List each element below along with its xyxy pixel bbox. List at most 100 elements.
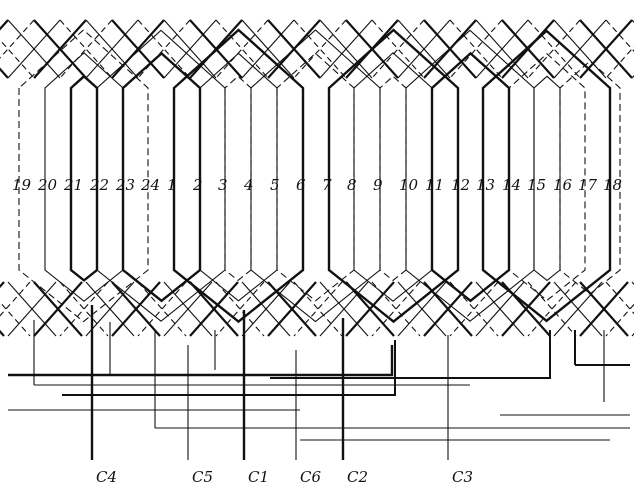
lead-wire <box>8 345 394 377</box>
top-end-connection <box>33 19 87 79</box>
coil-outline <box>18 29 149 323</box>
lead-label-c1: C1 <box>248 468 269 485</box>
slot-label: 8 <box>347 176 357 194</box>
bottom-end-connection <box>0 329 5 337</box>
top-end-connection <box>553 19 607 79</box>
bottom-end-connection <box>163 281 213 337</box>
top-end-connection <box>137 19 191 79</box>
slot-label: 17 <box>578 176 598 194</box>
top-end-connection <box>163 19 217 79</box>
top-end-connection <box>59 19 113 79</box>
top-end-connection <box>137 19 191 79</box>
top-end-connection <box>579 19 633 79</box>
slot-label: 20 <box>37 176 58 194</box>
top-end-connection <box>605 19 634 53</box>
top-end-connection <box>527 19 581 79</box>
top-end-connection <box>397 19 451 79</box>
slot-label: 21 <box>63 176 83 194</box>
bottom-end-connection <box>319 281 369 337</box>
coil-group <box>18 28 621 324</box>
coil-outline <box>327 28 460 324</box>
top-end-connection <box>605 45 634 79</box>
bottom-end-connection <box>293 281 343 337</box>
slot-label: 4 <box>243 176 254 194</box>
slot-label: 19 <box>12 176 32 194</box>
top-end-connection <box>7 19 61 79</box>
coil-outline <box>250 29 381 323</box>
bottom-end-connection <box>501 281 551 337</box>
top-end-connection <box>267 19 321 79</box>
bottom-end-connection <box>397 281 447 337</box>
top-end-connection <box>0 19 35 59</box>
bottom-end-connection <box>553 281 603 337</box>
top-end-connection <box>85 19 139 79</box>
bottom-end-connection <box>111 281 161 337</box>
lead-label-group: C4 C5 C1 C6 C2 C3 <box>96 468 473 485</box>
bottom-end-connection <box>371 281 421 337</box>
top-end-connection <box>345 19 399 79</box>
bottom-end-connection <box>0 281 5 289</box>
coil-outline <box>405 29 535 322</box>
lead-label-c5: C5 <box>192 468 213 485</box>
slot-label: 24 <box>140 176 160 194</box>
slot-label: 18 <box>603 176 622 194</box>
slot-label: 1 <box>167 176 177 194</box>
top-end-connection <box>189 19 243 79</box>
slot-label: 13 <box>476 176 495 194</box>
top-end-connection <box>449 19 503 79</box>
slot-label: 9 <box>373 176 383 194</box>
top-end-connection <box>241 19 295 79</box>
coil-outline <box>481 29 612 323</box>
top-end-connection <box>371 19 425 79</box>
lead-label-c3: C3 <box>452 468 473 485</box>
top-end-connection <box>449 19 503 79</box>
bottom-end-connection <box>189 281 239 337</box>
lead-wire <box>270 330 551 379</box>
slot-label: 2 <box>192 176 203 194</box>
top-end-connection <box>215 19 269 79</box>
bottom-end-connection <box>137 281 187 337</box>
top-end-connection <box>215 19 269 79</box>
slot-label-group: 19 20 21 22 23 24 1 2 3 4 5 6 7 8 9 10 1… <box>12 176 622 194</box>
top-end-connection <box>319 19 373 79</box>
slot-label: 10 <box>399 176 419 194</box>
bottom-end-connection <box>85 281 135 337</box>
slot-label: 15 <box>527 176 546 194</box>
top-end-connection <box>501 19 555 79</box>
bottom-end-connection <box>0 301 31 337</box>
coil-outline <box>430 51 511 303</box>
bottom-end-connection <box>59 281 109 337</box>
bottom-end-connection <box>449 281 499 337</box>
top-end-connection <box>527 19 581 79</box>
top-end-connection <box>0 39 35 79</box>
top-end-connection <box>371 19 425 79</box>
bottom-end-connection <box>527 281 577 337</box>
bottom-end-connection <box>33 281 83 337</box>
coil-outline <box>199 52 278 302</box>
end-connection-group <box>0 19 634 337</box>
bottom-end-connection <box>0 281 31 317</box>
bottom-end-connection <box>7 281 57 337</box>
bottom-end-connection <box>605 303 634 337</box>
top-end-connection <box>423 19 477 79</box>
lead-label-c4: C4 <box>96 468 117 485</box>
lead-label-c6: C6 <box>300 468 321 485</box>
slot-label: 3 <box>218 176 228 194</box>
bottom-end-connection <box>215 281 265 337</box>
bottom-end-connection <box>527 281 577 337</box>
top-end-connection <box>475 19 529 79</box>
coil-outline <box>276 52 355 302</box>
slot-label: 11 <box>425 176 444 194</box>
bottom-end-connection <box>579 281 629 337</box>
top-end-connection <box>111 19 165 79</box>
bottom-end-connection <box>475 281 525 337</box>
slot-label: 12 <box>451 176 470 194</box>
coil-outline <box>559 60 621 295</box>
top-end-connection <box>59 19 113 79</box>
top-end-connection <box>293 19 347 79</box>
slot-label: 23 <box>115 176 135 194</box>
lead-wire <box>62 340 396 396</box>
slot-label: 7 <box>322 176 332 194</box>
slot-label: 5 <box>270 176 280 194</box>
